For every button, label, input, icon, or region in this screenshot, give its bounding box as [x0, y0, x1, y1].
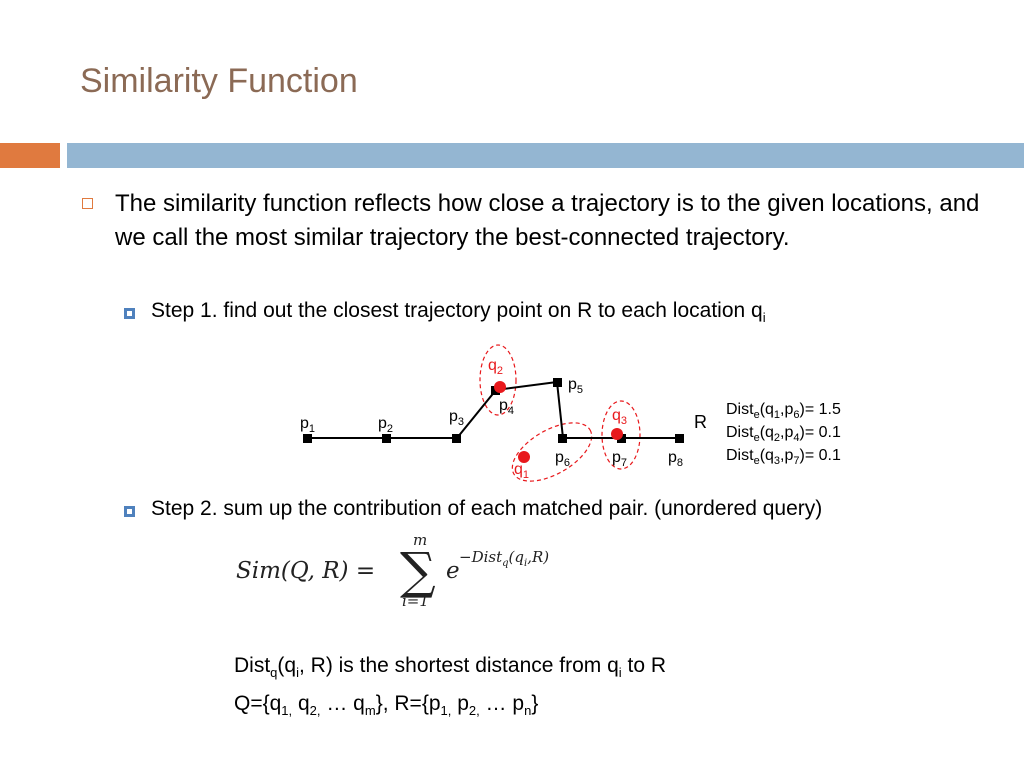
bullet-main-text: The similarity function reflects how clo… [115, 190, 980, 251]
slide-title: Similarity Function [80, 62, 358, 100]
accent-bar-blue [67, 143, 1024, 168]
accent-bar-orange [0, 143, 60, 168]
formula-sum-bottom: i=1 [402, 592, 429, 610]
query-q2 [494, 381, 506, 393]
point-p2 [382, 434, 391, 443]
note-set-definition: Q={q1, q2, … qm}, R={p1, p2, … pn} [234, 692, 539, 719]
sub-bullet-square-icon [124, 506, 135, 517]
label-q1: q1 [514, 461, 529, 481]
formula-exponent: −Distq(qi,R) [459, 548, 549, 569]
point-p3 [452, 434, 461, 443]
formula-sum-top: m [413, 531, 427, 549]
trajectory-path [307, 380, 680, 439]
label-p6: p6 [555, 449, 570, 469]
query-q3 [611, 428, 623, 440]
point-p7 [617, 434, 626, 443]
dist-row-3: Diste(q3,p7)= 0.1 [726, 447, 841, 467]
label-p2: p2 [378, 415, 393, 435]
dist-row-1: Diste(q1,p6)= 1.5 [726, 401, 841, 421]
label-p7: p7 [612, 449, 627, 469]
point-p6 [558, 434, 567, 443]
label-q2: q2 [488, 357, 503, 377]
query-q1 [518, 451, 530, 463]
similarity-formula: Sim(Q, R) = ∑ m i=1 e −Distq(qi,R) [236, 531, 549, 610]
note-dist-definition: Distq(qi, R) is the shortest distance fr… [234, 654, 667, 681]
q2-ellipse [479, 344, 517, 416]
q1-ellipse [511, 422, 593, 482]
sub-bullet-square-icon [124, 308, 135, 319]
step2-text: Step 2. sum up the contribution of each … [151, 497, 823, 520]
sum-sign-icon: ∑ [400, 542, 436, 600]
point-p5 [553, 378, 562, 387]
label-p4: p4 [499, 397, 514, 417]
formula-lhs: Sim(Q, R) = [236, 558, 375, 584]
bullet-square-icon [82, 198, 93, 209]
point-p8 [675, 434, 684, 443]
label-p5: p5 [568, 376, 583, 396]
dist-row-2: Diste(q2,p4)= 0.1 [726, 424, 841, 444]
q3-ellipse [601, 400, 641, 470]
formula-base: e [446, 558, 460, 584]
point-p1 [303, 434, 312, 443]
step1-text: Step 1. find out the closest trajectory … [151, 299, 766, 326]
label-p1: p1 [300, 415, 315, 435]
label-trajectory-R: R [694, 412, 707, 432]
label-p8: p8 [668, 449, 683, 469]
label-q3: q3 [612, 407, 627, 427]
label-p3: p3 [449, 408, 464, 428]
